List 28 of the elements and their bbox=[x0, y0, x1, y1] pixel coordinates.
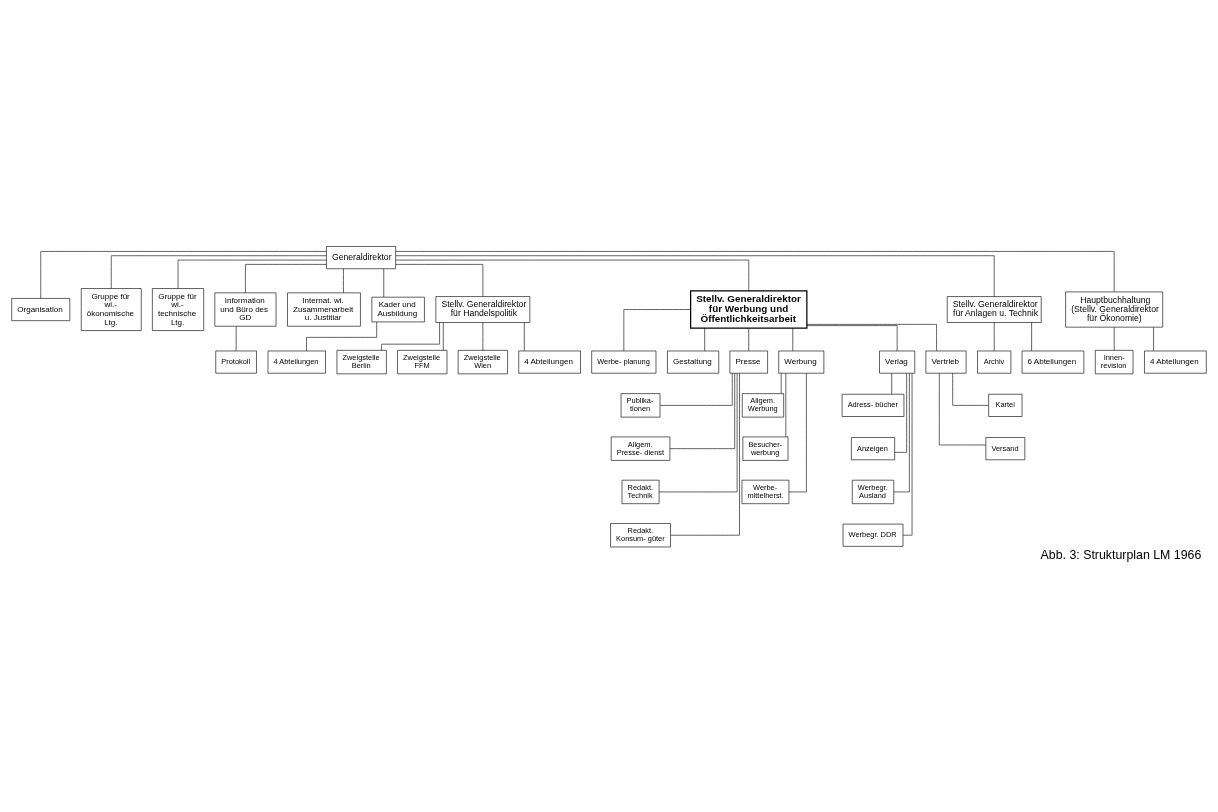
node-box: Generaldirektor bbox=[326, 246, 396, 270]
connector bbox=[443, 322, 444, 351]
connector bbox=[623, 309, 691, 352]
connector bbox=[395, 264, 484, 297]
node-box: Hauptbuchhaltung (Stellv. Generaldirektor für Ökonomie) bbox=[1065, 291, 1163, 328]
connector bbox=[110, 255, 327, 289]
node-box: Stellv. Generaldirektor für Werbung und Öffentlichkeitsarbeit bbox=[690, 290, 808, 329]
connector bbox=[524, 322, 525, 352]
connector bbox=[245, 264, 327, 294]
connector bbox=[669, 372, 735, 449]
connector bbox=[952, 372, 989, 406]
connector bbox=[806, 325, 898, 352]
caption: Abb. 3: Strukturplan LM 1966 bbox=[1040, 548, 1202, 563]
connector bbox=[993, 322, 995, 352]
connector bbox=[343, 268, 344, 294]
node-box: Stellv. Generaldirektor für Handelspolitik bbox=[435, 296, 531, 323]
connector bbox=[1153, 327, 1154, 352]
connector bbox=[395, 255, 995, 297]
connector bbox=[381, 322, 440, 351]
connector bbox=[395, 259, 750, 292]
connector bbox=[748, 327, 750, 352]
connector bbox=[659, 372, 733, 406]
node-box: Stellv. Generaldirektor für Anlagen u. Technik bbox=[946, 296, 1042, 323]
connector bbox=[806, 324, 937, 352]
connector bbox=[704, 327, 705, 352]
connector bbox=[1031, 322, 1032, 352]
connector bbox=[792, 327, 794, 352]
connector bbox=[482, 322, 484, 351]
